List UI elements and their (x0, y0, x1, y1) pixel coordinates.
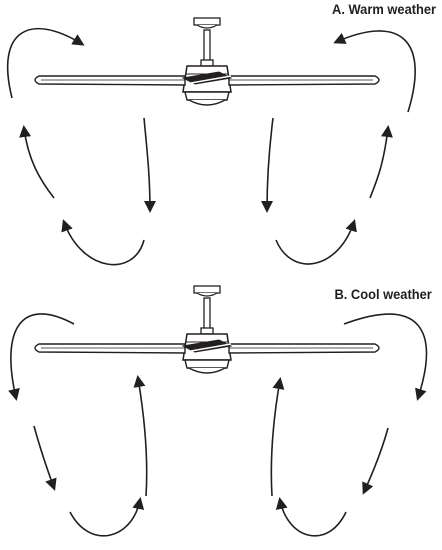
airflow-arrow-b2 (343, 313, 428, 401)
diagram-a-title: A. Warm weather (331, 1, 436, 17)
diagram-a (6, 17, 416, 266)
airflow-arrow-a5 (143, 117, 156, 213)
airflow-arrow-a6 (261, 117, 274, 213)
ceiling-fan-b (34, 285, 380, 374)
diagram-b (8, 285, 428, 537)
airflow-arrow-a7 (61, 219, 145, 266)
airflow-arrow-a2 (333, 30, 416, 113)
airflow-arrow-a8 (275, 219, 357, 265)
airflow-arrow-b1 (8, 313, 75, 401)
airflow-arrow-b5 (133, 375, 148, 497)
ceiling-fan-a (34, 17, 380, 106)
airflow-arrow-b8 (275, 497, 347, 537)
airflow-arrow-b6 (270, 377, 285, 497)
diagram-b-title: B. Cool weather (334, 286, 432, 302)
airflow-arrow-b3 (33, 425, 57, 491)
airflow-arrow-b7 (69, 497, 145, 537)
airflow-arrow-a1 (6, 28, 85, 99)
airflow-arrow-b4 (362, 427, 389, 495)
airflow-arrow-a3 (19, 125, 55, 199)
airflow-arrow-a4 (369, 125, 393, 199)
